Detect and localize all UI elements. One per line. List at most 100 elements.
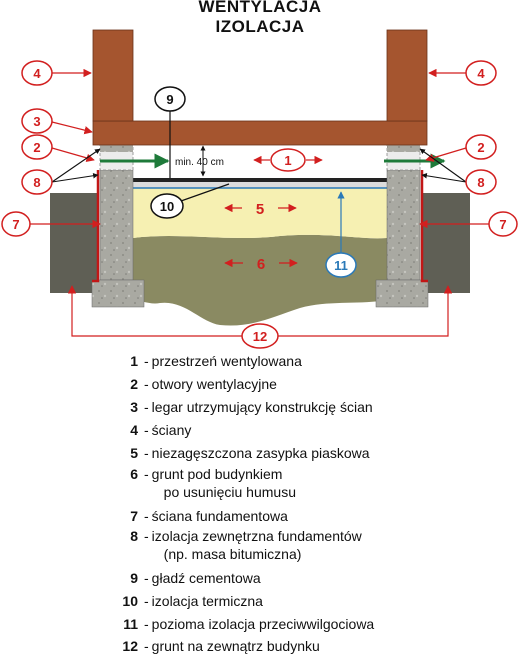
callout-4-right-number: 4 [477, 66, 485, 81]
callout-10-leader [180, 183, 230, 202]
footing-right [375, 279, 429, 308]
legend-row: 6-grunt pod budynkiem po usunięciu humusu [112, 465, 296, 501]
legend-text: grunt na zewnątrz budynku [151, 638, 320, 654]
outside-ground-right [422, 193, 470, 293]
legend-row: 2-otwory wentylacyjne [112, 375, 277, 393]
legend-dash: - [144, 593, 149, 609]
callout-4-left-circle [21, 60, 53, 86]
callout-8-right-leader-a [419, 148, 467, 183]
legend-number: 5 [130, 445, 138, 461]
callout-10-circle [150, 193, 184, 219]
callout-1-circle [270, 148, 306, 172]
legend-text: otwory wentylacyjne [151, 376, 277, 392]
legend-dash: - [144, 353, 149, 369]
callout-9-number: 9 [166, 92, 173, 107]
legend-number: 8 [130, 528, 138, 544]
legend-description: grunt na zewnątrz budynku [152, 637, 320, 655]
diagram-title-line2: IZOLACJA [215, 17, 305, 36]
callout-10-number: 10 [160, 199, 174, 214]
legend-dash: - [144, 399, 149, 415]
callout-8-left-number: 8 [33, 175, 40, 190]
thermal-insulation [133, 182, 387, 188]
legend-dash: - [144, 616, 149, 632]
legend-dash: - [144, 466, 149, 482]
callout-2-right-circle [465, 134, 497, 160]
legend-row: 10-izolacja termiczna [112, 592, 263, 610]
foundation-wall-left [99, 169, 134, 281]
diagram-title-line1: WENTYLACJA [198, 0, 322, 16]
legend-description: przestrzeń wentylowana [152, 352, 302, 370]
legend-dash: - [144, 508, 149, 524]
legend-row: 11-pozioma izolacja przeciwwilgociowa [112, 615, 374, 633]
ground-under-building [133, 234, 387, 326]
legend-number: 11 [123, 616, 138, 632]
legend-dash: - [144, 445, 149, 461]
legend-row: 12-grunt na zewnątrz budynku [112, 637, 320, 655]
legend-row: 7-ściana fundamentowa [112, 507, 288, 525]
wall-left [92, 29, 134, 122]
legend-row: 5-niezagęszczona zasypka piaskowa [112, 444, 370, 462]
callout-3-number: 3 [33, 114, 40, 129]
callout-3-leader [51, 121, 93, 135]
legend-row: 8-izolacja zewnętrzna fundamentów(np. ma… [112, 527, 362, 563]
legend-description: izolacja zewnętrzna fundamentów(np. masa… [152, 527, 362, 563]
legend-description: grunt pod budynkiem po usunięciu humusu [152, 465, 296, 501]
legend-description: pozioma izolacja przeciwwilgociowa [152, 615, 375, 633]
legend-number: 12 [122, 638, 138, 654]
legend-dash: - [144, 528, 149, 544]
callout-2-right-number: 2 [477, 140, 484, 155]
callout-2-left-number: 2 [33, 140, 40, 155]
legend-description: gładź cementowa [152, 569, 261, 587]
vent-cap-left [100, 145, 133, 152]
legend-row: 3-legar utrzymujący konstrukcję ścian [112, 398, 373, 416]
legend-text: ściana fundamentowa [151, 508, 288, 524]
foundation-insulation-right [420, 170, 428, 283]
callout-8-left-leader-a [51, 148, 101, 183]
legend-text: niezagęszczona zasypka piaskowa [151, 445, 370, 461]
legend-dash: - [144, 570, 149, 586]
callout-7-right-number: 7 [499, 217, 506, 232]
sand-fill [133, 188, 387, 239]
footing-left [91, 279, 145, 308]
dimension-label: min. 40 cm [175, 157, 224, 168]
legend-description: niezagęszczona zasypka piaskowa [152, 444, 370, 462]
callout-2-left-leader [51, 147, 95, 162]
legend-text: pozioma izolacja przeciwwilgociowa [151, 616, 375, 632]
callout-3-circle [21, 108, 53, 134]
callout-8-right-circle [465, 169, 497, 195]
legend-number: 10 [122, 593, 138, 609]
callout-11-number: 11 [334, 258, 348, 273]
outside-ground-left [50, 193, 98, 293]
legend-dash: - [144, 376, 149, 392]
legend-text: grunt pod budynkiem [151, 466, 283, 482]
callout-7-right-circle [488, 211, 518, 237]
callout-4-right-circle [465, 60, 497, 86]
legend-text-line2: po usunięciu humusu [163, 484, 296, 500]
callout-12-leader-right [278, 285, 453, 337]
legend-number: 2 [130, 376, 138, 392]
legend-row: 9-gładź cementowa [112, 569, 261, 587]
wall-right [386, 29, 428, 122]
legend-number: 1 [130, 353, 138, 369]
legend-number: 7 [130, 508, 138, 524]
legend-description: otwory wentylacyjne [152, 375, 277, 393]
foundation-insulation-left [92, 170, 100, 283]
callout-8-left-circle [21, 169, 53, 195]
legend-number: 6 [130, 466, 138, 482]
callout-9-circle [154, 86, 186, 112]
legend-number: 9 [130, 570, 138, 586]
callout-1-number: 1 [284, 153, 291, 168]
legend-row: 1-przestrzeń wentylowana [112, 352, 302, 370]
callout-8-right-leader-b [421, 173, 467, 183]
vent-cap-right [387, 145, 420, 152]
callout-8-left-leader-b [51, 173, 99, 183]
legend-text: ściany [151, 422, 192, 438]
callout-7-left-number: 7 [12, 217, 19, 232]
floor-beam [92, 120, 428, 146]
legend-description: ściany [152, 421, 192, 439]
legend-description: legar utrzymujący konstrukcję ścian [152, 398, 373, 416]
callout-11-circle [325, 252, 357, 278]
legend-number: 3 [130, 399, 138, 415]
legend-text: gładź cementowa [151, 570, 261, 586]
callout-4-left-number: 4 [33, 66, 41, 81]
